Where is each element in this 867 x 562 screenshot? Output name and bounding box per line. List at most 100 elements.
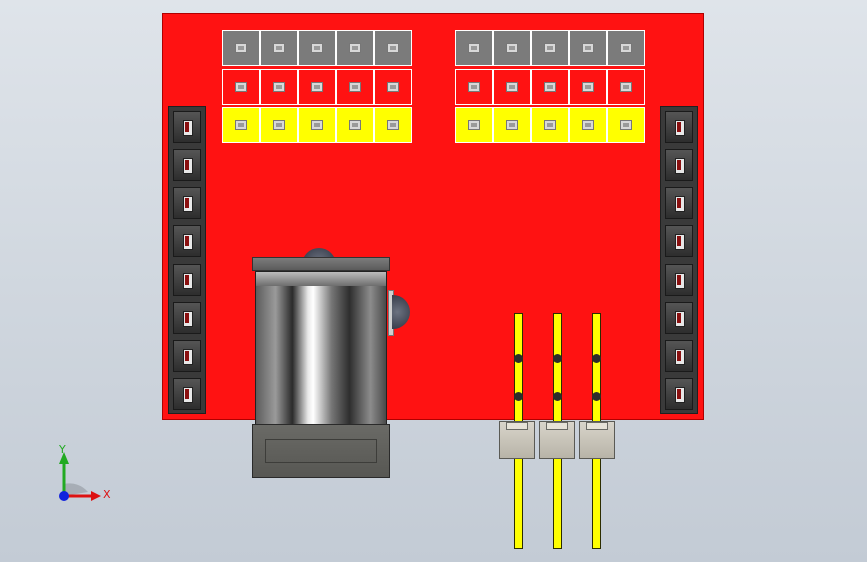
right-dip-row-red[interactable] <box>455 69 645 105</box>
dc-barrel-jack[interactable] <box>252 257 390 478</box>
dip-switch[interactable] <box>456 108 494 142</box>
dip-switch[interactable] <box>299 31 337 65</box>
dip-switch[interactable] <box>375 70 411 104</box>
switch-knob <box>506 43 518 53</box>
switch-knob <box>506 120 518 130</box>
switch-knob <box>387 120 399 130</box>
dip-switch[interactable] <box>494 108 532 142</box>
header-pin <box>665 111 693 143</box>
switch-knob <box>582 43 594 53</box>
header-pin <box>173 302 201 334</box>
switch-knob <box>620 82 632 92</box>
header-pin <box>173 378 201 410</box>
dip-switch[interactable] <box>299 70 337 104</box>
switch-knob <box>620 120 632 130</box>
left-dip-row-red[interactable] <box>222 69 412 105</box>
dip-switch[interactable] <box>494 70 532 104</box>
dip-switch[interactable] <box>456 31 494 65</box>
dip-switch[interactable] <box>532 70 570 104</box>
pin-housing-1 <box>499 421 535 459</box>
right-header-strip[interactable] <box>660 106 698 414</box>
switch-knob <box>273 82 285 92</box>
header-pin <box>173 264 201 296</box>
dc-jack-rim <box>256 272 386 286</box>
switch-knob <box>620 43 632 53</box>
switch-knob <box>273 43 285 53</box>
header-pin <box>173 111 201 143</box>
dip-switch[interactable] <box>532 31 570 65</box>
left-dip-row-gray[interactable] <box>222 30 412 66</box>
switch-knob <box>311 120 323 130</box>
coordinate-triad-icon: Y X <box>55 440 125 512</box>
switch-knob <box>544 120 556 130</box>
right-dip-row-gray[interactable] <box>455 30 645 66</box>
dip-switch[interactable] <box>570 70 608 104</box>
dc-jack-top <box>252 257 390 271</box>
pin-shadow <box>553 392 562 401</box>
switch-knob <box>273 120 285 130</box>
dip-switch[interactable] <box>608 108 644 142</box>
header-pin <box>665 187 693 219</box>
dc-jack-base <box>252 424 390 478</box>
dip-switch[interactable] <box>375 108 411 142</box>
dc-jack-side-contact <box>392 295 410 329</box>
x-axis-label: X <box>103 488 111 501</box>
header-pin <box>665 378 693 410</box>
left-header-strip[interactable] <box>168 106 206 414</box>
dip-switch[interactable] <box>608 31 644 65</box>
dip-switch[interactable] <box>223 108 261 142</box>
header-pin <box>665 340 693 372</box>
dip-switch[interactable] <box>337 70 375 104</box>
dc-jack-base-slot <box>265 439 377 463</box>
dip-switch[interactable] <box>299 108 337 142</box>
switch-knob <box>349 43 361 53</box>
header-pin <box>665 264 693 296</box>
triad-svg <box>59 452 101 501</box>
dc-jack-barrel <box>255 271 387 426</box>
switch-knob <box>468 43 480 53</box>
header-pin <box>173 187 201 219</box>
dip-switch[interactable] <box>261 108 299 142</box>
switch-knob <box>349 82 361 92</box>
left-dip-row-yellow[interactable] <box>222 107 412 143</box>
dip-switch[interactable] <box>223 70 261 104</box>
switch-knob <box>387 82 399 92</box>
pin-shadow <box>514 392 523 401</box>
header-pin <box>665 149 693 181</box>
dip-switch[interactable] <box>261 31 299 65</box>
dip-switch[interactable] <box>261 70 299 104</box>
dip-switch[interactable] <box>337 31 375 65</box>
switch-knob <box>582 120 594 130</box>
switch-knob <box>235 120 247 130</box>
header-pin <box>173 225 201 257</box>
pin-shadow <box>592 354 601 363</box>
switch-knob <box>468 82 480 92</box>
switch-knob <box>235 43 247 53</box>
right-dip-row-yellow[interactable] <box>455 107 645 143</box>
pin-shadow <box>553 354 562 363</box>
pin-shadow <box>592 392 601 401</box>
pin-housing-3 <box>579 421 615 459</box>
dip-switch[interactable] <box>456 70 494 104</box>
switch-knob <box>582 82 594 92</box>
dip-switch[interactable] <box>608 70 644 104</box>
dip-switch[interactable] <box>223 31 261 65</box>
dip-switch[interactable] <box>375 31 411 65</box>
y-axis-label: Y <box>59 443 66 456</box>
switch-knob <box>311 43 323 53</box>
dip-switch[interactable] <box>337 108 375 142</box>
dip-switch[interactable] <box>532 108 570 142</box>
header-pin <box>665 302 693 334</box>
switch-knob <box>235 82 247 92</box>
switch-knob <box>349 120 361 130</box>
dip-switch[interactable] <box>570 31 608 65</box>
dip-switch[interactable] <box>494 31 532 65</box>
switch-knob <box>311 82 323 92</box>
dip-switch[interactable] <box>570 108 608 142</box>
switch-knob <box>468 120 480 130</box>
header-pin <box>665 225 693 257</box>
switch-knob <box>387 43 399 53</box>
switch-knob <box>544 43 556 53</box>
pin-shadow <box>514 354 523 363</box>
